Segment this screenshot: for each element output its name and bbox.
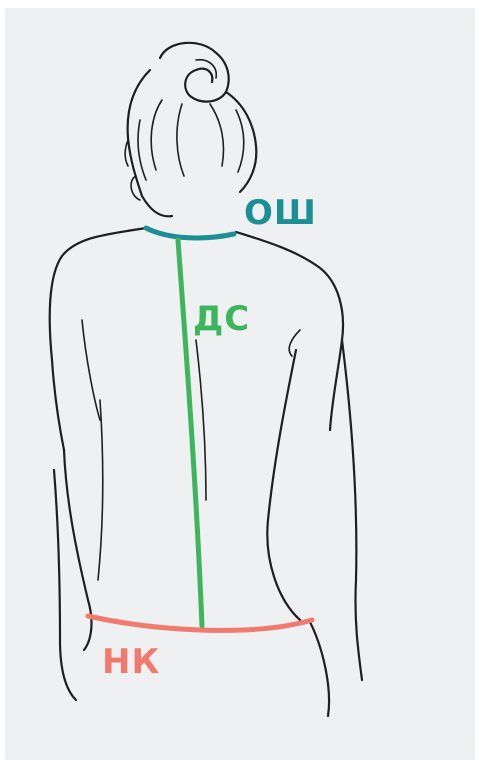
hair-strand-1 (151, 100, 162, 170)
left-shoulder (50, 228, 146, 450)
neck-measure-line (146, 228, 234, 238)
waist-label: НК (102, 645, 160, 679)
left-arm-inner (98, 400, 103, 580)
right-arm-outer (342, 340, 362, 680)
right-shoulder (236, 232, 343, 430)
left-waist (64, 450, 91, 650)
hair-strand-2 (177, 104, 184, 176)
right-hip (310, 622, 329, 716)
right-waist (267, 350, 300, 620)
hair-strand-4 (138, 120, 146, 180)
left-shoulder-blade (82, 320, 100, 420)
neck-label: ОШ (244, 196, 317, 230)
hair-bun (160, 43, 229, 102)
left-arm-outer (54, 470, 76, 700)
back-length-label: ДС (193, 302, 250, 336)
body-outline (50, 43, 362, 716)
hair-strand-3 (210, 104, 224, 166)
spine-groove (196, 340, 206, 500)
nape-line (142, 196, 172, 216)
back-length-measure-line (178, 240, 202, 626)
hair-right (226, 92, 256, 192)
hair-strand-5 (236, 110, 244, 172)
